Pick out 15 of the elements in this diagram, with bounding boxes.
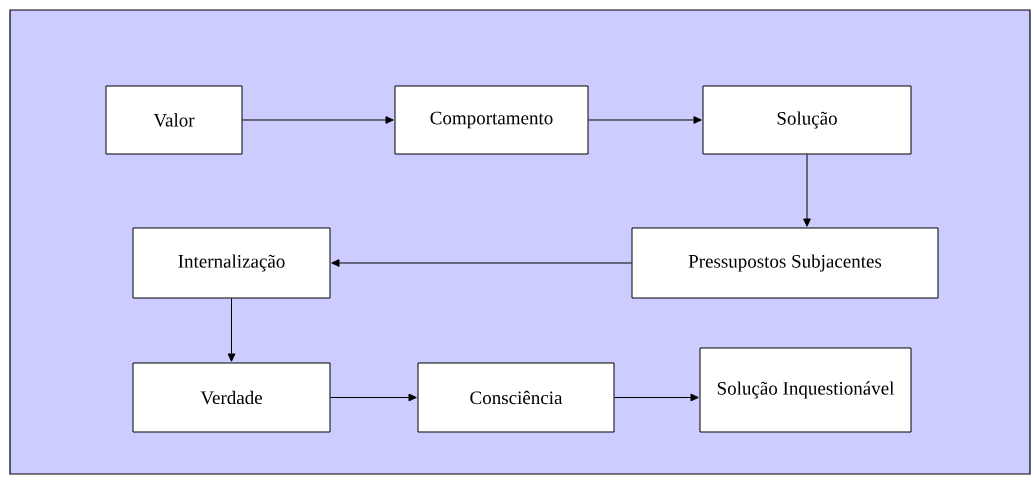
process-box: Comportamento bbox=[394, 85, 589, 155]
process-box: Solução bbox=[702, 85, 912, 155]
arrow bbox=[588, 116, 702, 124]
arrow bbox=[331, 259, 632, 267]
arrow bbox=[330, 393, 417, 402]
process-box: Internalização bbox=[132, 227, 331, 299]
arrow bbox=[803, 154, 811, 227]
arrow bbox=[242, 116, 394, 124]
arrow bbox=[614, 393, 699, 402]
process-box: Valor bbox=[105, 85, 243, 155]
process-box: Solução Inquestionável bbox=[699, 347, 912, 433]
arrow bbox=[227, 298, 236, 362]
process-box: Verdade bbox=[132, 362, 331, 433]
process-box: Consciência bbox=[417, 362, 615, 433]
process-box: Pressupostos Subjacentes bbox=[631, 227, 939, 299]
